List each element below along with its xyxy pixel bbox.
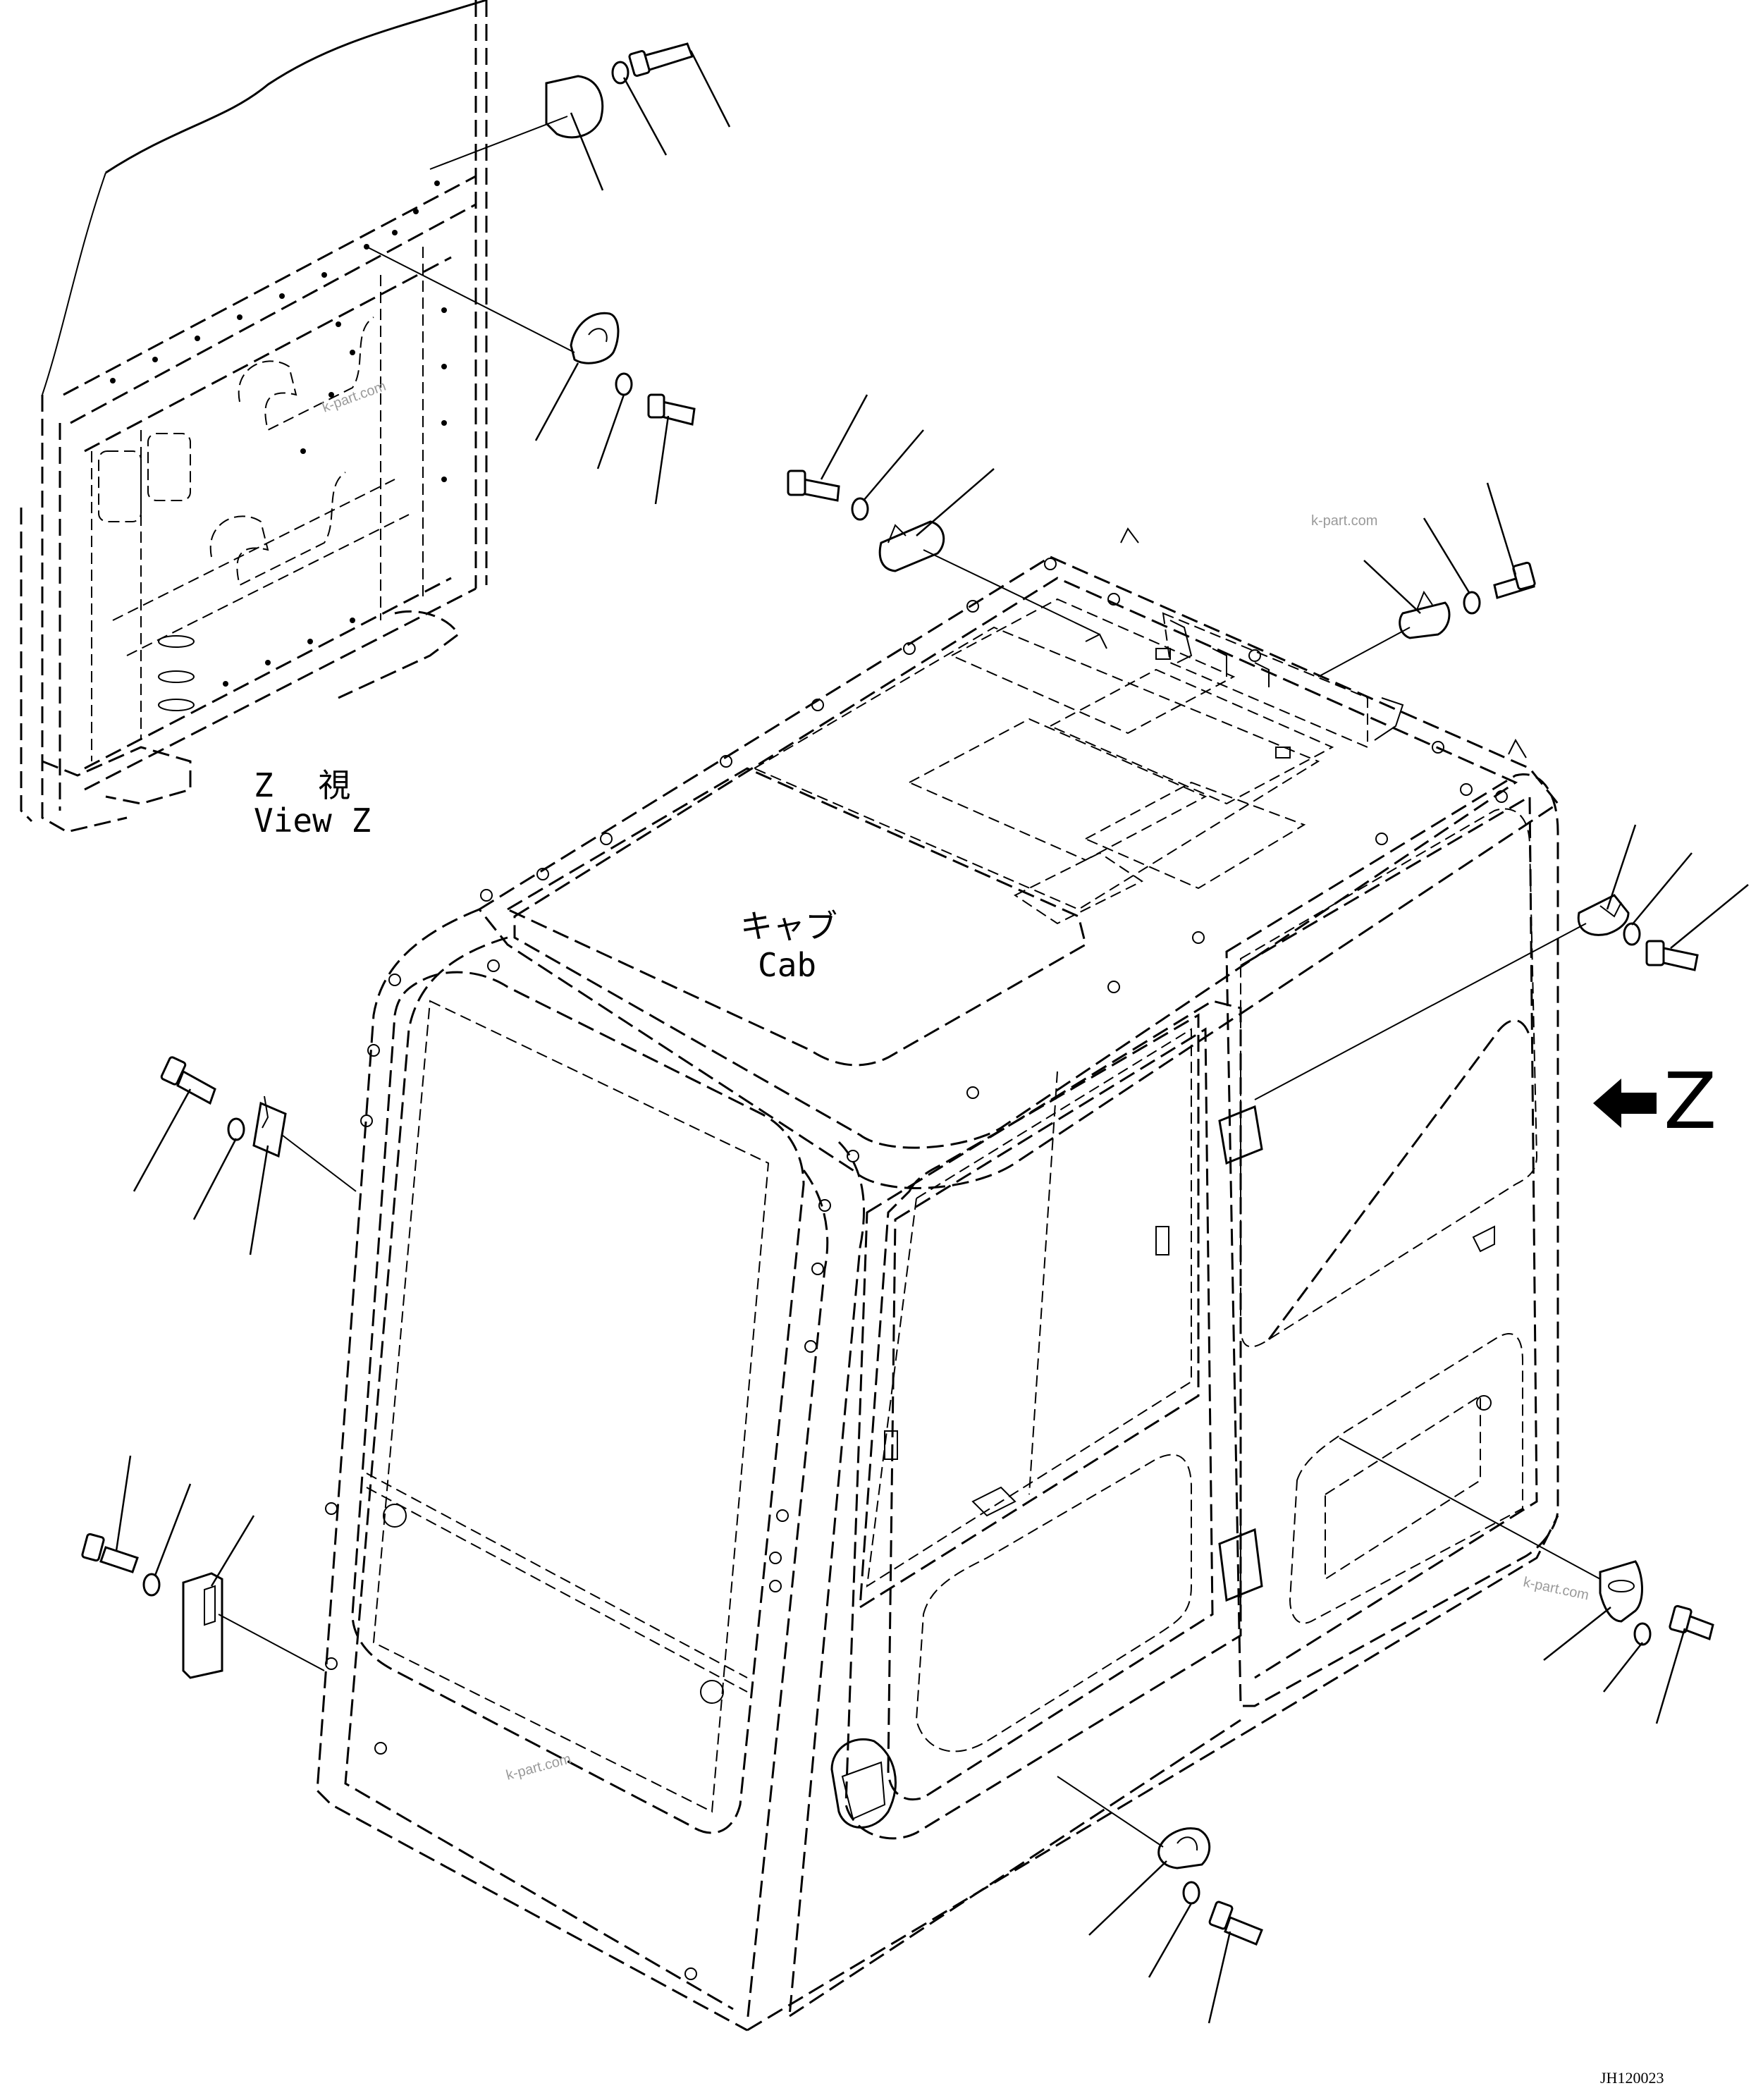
direction-arrow-z: Z [1593, 1056, 1716, 1146]
washer [1463, 591, 1481, 615]
watermark: k-part.com [320, 379, 388, 416]
view-z-inset: Z 視 View Z [20, 0, 488, 840]
direction-letter: Z [1664, 1056, 1716, 1146]
hardware-group-3 [787, 394, 1100, 635]
bolt [787, 469, 840, 502]
channel-bracket [182, 1572, 223, 1679]
hardware-group-4 [1317, 482, 1536, 677]
bolt [628, 42, 694, 77]
bolt [1493, 561, 1536, 599]
washer [851, 497, 869, 521]
bracket-plate [570, 312, 620, 364]
hardware-group-6 [133, 1056, 357, 1255]
bolt [1208, 1901, 1263, 1946]
bracket-plate [1399, 601, 1451, 639]
arrow-left-icon [1593, 1079, 1657, 1128]
watermark: k-part.com [1522, 1574, 1590, 1603]
washer [227, 1117, 245, 1141]
hardware-group-1 [429, 42, 731, 191]
watermark: k-part.com [505, 1751, 573, 1783]
hardware-group-7 [81, 1455, 325, 1679]
washer [615, 372, 633, 396]
cab-label-jp: キャブ [740, 907, 837, 945]
drawing-code: JH120023 [1600, 2069, 1664, 2087]
washer [1633, 1622, 1652, 1646]
hardware-group-2 [366, 246, 696, 505]
bolt [647, 393, 696, 426]
hardware-group-9 [1057, 1776, 1263, 2024]
bolt [1669, 1604, 1714, 1640]
cab-rivets [325, 558, 1508, 1980]
bolt [1645, 940, 1699, 971]
bracket-plate [1577, 894, 1630, 936]
washer [142, 1573, 161, 1597]
hardware-group-8 [1339, 1437, 1714, 1724]
bracket-plate [878, 520, 945, 572]
watermark: k-part.com [1311, 513, 1377, 529]
view-z-title-jp: Z 視 [254, 766, 363, 804]
washer [1623, 922, 1641, 946]
washer [1182, 1881, 1200, 1905]
bracket-plate [252, 1101, 287, 1158]
hardware-group-5 [1254, 824, 1749, 1100]
cab-label-en: Cab [758, 946, 816, 984]
view-z-title-en: View Z [254, 802, 371, 840]
bolt [81, 1533, 139, 1573]
bracket-plate [1157, 1827, 1211, 1869]
bolt [160, 1056, 216, 1105]
cab-body [316, 527, 1560, 2032]
bracket-plate [545, 75, 604, 139]
